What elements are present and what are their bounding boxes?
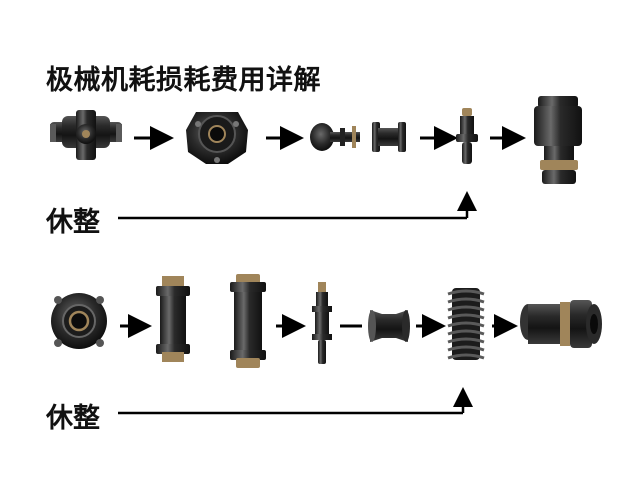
threaded-bushing-icon: [156, 276, 190, 362]
spring-coil-icon: [447, 288, 485, 360]
round-housing-icon: [51, 293, 107, 349]
flanged-housing-icon: [186, 112, 248, 164]
page-title: 极械机耗损耗费用详解: [46, 65, 321, 96]
bobbin-part-icon: [310, 122, 406, 152]
row2-feedback-label: 休整: [46, 403, 100, 434]
valve-body-icon: [50, 110, 122, 160]
connector-icon: [534, 96, 582, 184]
pin-icon: [456, 108, 478, 164]
row1-feedback-label: 休整: [46, 207, 100, 238]
flared-sleeve-icon: [368, 310, 410, 342]
plain-bushing-icon: [230, 274, 266, 368]
stepped-pin-icon: [312, 282, 332, 364]
cylinder-sleeve-icon: [520, 300, 602, 348]
